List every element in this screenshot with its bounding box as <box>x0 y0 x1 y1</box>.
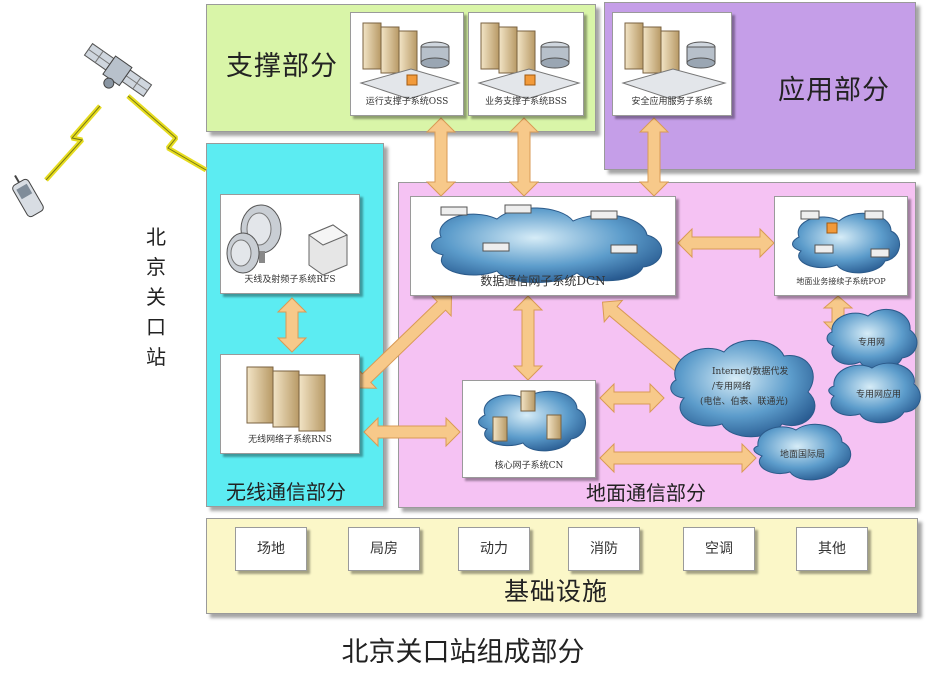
wireless-title: 无线通信部分 <box>226 480 346 504</box>
oss-box: 运行支撑子系统OSS <box>350 12 464 116</box>
mobile-phone-icon <box>12 174 44 218</box>
rns-label: 无线网络子系统RNS <box>248 435 332 445</box>
network-cloud-icon <box>792 210 900 274</box>
dcn-box: 数据通信网子系统DCN <box>410 196 676 296</box>
private-network-label: 专用网 <box>858 338 886 348</box>
security-box: 安全应用服务子系统 <box>612 12 732 116</box>
satellite-dish-icon <box>226 204 349 276</box>
diagram-caption: 北京关口站组成部分 <box>341 637 585 668</box>
infrastructure-title: 基础设施 <box>504 577 609 606</box>
infra-item-aircon: 空调 <box>683 527 755 571</box>
network-cloud-icon <box>478 390 586 452</box>
support-title: 支撑部分 <box>226 51 338 82</box>
server-rack-icon <box>477 22 581 100</box>
oss-label: 运行支撑子系统OSS <box>365 97 449 107</box>
internet-cloud <box>670 339 816 438</box>
server-rack-icon <box>359 22 461 100</box>
infra-item-other: 其他 <box>796 527 868 571</box>
rfs-label: 天线及射频子系统RFS <box>244 275 336 285</box>
pop-box: 地面业务接续子系统POP <box>774 196 908 296</box>
international-cloud <box>753 423 852 481</box>
bss-label: 业务支撑子系统BSS <box>485 97 567 107</box>
server-rack-icon <box>246 366 326 432</box>
cn-label: 核心网子系统CN <box>494 461 564 471</box>
infra-item-power: 动力 <box>458 527 530 571</box>
pop-label: 地面业务接续子系统POP <box>796 277 886 286</box>
security-label: 安全应用服务子系统 <box>631 97 713 107</box>
rfs-box: 天线及射频子系统RFS <box>220 194 360 294</box>
internet-cloud-line3: (电信、伯表、联通光) <box>700 397 789 407</box>
infra-item-site: 场地 <box>235 527 307 571</box>
rns-box: 无线网络子系统RNS <box>220 354 360 454</box>
infra-item-room: 局房 <box>348 527 420 571</box>
infra-item-fire: 消防 <box>568 527 640 571</box>
satellite-icon <box>83 42 153 98</box>
beijing-gateway-label: 北京关口站 <box>146 225 166 369</box>
private-network-cloud <box>826 308 918 371</box>
internet-cloud-line2: /专用网络 <box>712 382 752 392</box>
server-rack-icon <box>621 22 727 100</box>
internet-cloud-line1: Internet/数据代发 <box>712 367 789 377</box>
application-title: 应用部分 <box>778 75 890 106</box>
international-label: 地面国际局 <box>780 450 826 460</box>
network-cloud-icon <box>431 204 663 283</box>
bss-box: 业务支撑子系统BSS <box>468 12 584 116</box>
lightning-bolt-left <box>44 104 102 182</box>
private-app-label: 专用网应用 <box>856 390 902 400</box>
ground-title: 地面通信部分 <box>586 481 706 505</box>
cn-box: 核心网子系统CN <box>462 380 596 478</box>
private-app-cloud <box>828 362 921 424</box>
dcn-label: 数据通信网子系统DCN <box>480 274 606 288</box>
lightning-bolt-right <box>126 94 208 173</box>
